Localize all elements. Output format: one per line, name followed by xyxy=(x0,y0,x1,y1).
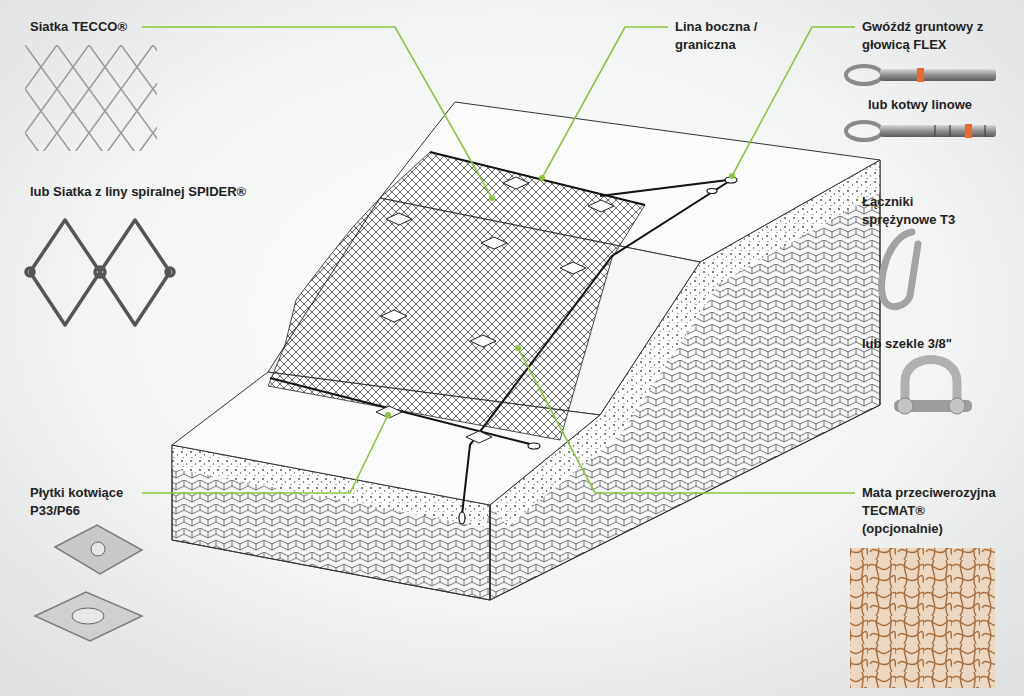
callout-label: Siatka TECCO® xyxy=(30,18,230,36)
tecco-mesh-icon xyxy=(25,45,157,151)
leader-dot xyxy=(385,412,391,418)
callout-label: Lina boczna / graniczna xyxy=(675,18,775,54)
mesh-net xyxy=(268,152,645,440)
boundary-rope xyxy=(430,152,645,205)
rope-anchor-icon xyxy=(880,125,996,137)
callout-label: Mata przeciwerozyjna TECMAT® (opcjonalni… xyxy=(862,484,1004,538)
boundary-rope xyxy=(600,180,728,196)
label-anchor: Lina boczna / graniczna xyxy=(675,18,775,54)
label-anchor: Gwóźdź gruntowy z głowicą FLEX xyxy=(862,18,1002,54)
soil-nail-icon xyxy=(846,66,882,84)
leader-line xyxy=(142,27,855,493)
label-anchor: Łączniki sprężynowe T3 xyxy=(862,193,972,229)
rope-anchor-icon xyxy=(935,125,985,137)
rope-anchor-icon xyxy=(846,122,882,140)
rope-anchor-icon xyxy=(846,122,996,140)
label-anchor: Siatka TECCO® xyxy=(30,18,230,36)
label-anchor: Mata przeciwerozyjna TECMAT® (opcjonalni… xyxy=(862,484,1004,538)
spider-knot xyxy=(95,267,105,277)
anchor-plate xyxy=(376,177,614,443)
label-anchor: lub szekle 3/8" xyxy=(862,335,992,353)
callout-label: Łączniki sprężynowe T3 xyxy=(862,193,972,229)
anchor-plate xyxy=(381,310,407,322)
callout-label: lub kotwy linowe xyxy=(868,96,1018,114)
anchor-plate xyxy=(503,177,529,189)
leader-line xyxy=(732,27,855,176)
callout-label: Płytki kotwiące P33/P66 xyxy=(30,484,148,520)
anchor-plate xyxy=(376,406,402,418)
leader-dot xyxy=(385,173,735,418)
callout-label: Gwóźdź gruntowy z głowicą FLEX xyxy=(862,18,1002,54)
leader-dot xyxy=(729,173,735,179)
rope-anchor xyxy=(528,443,540,449)
shackle-icon xyxy=(905,360,957,403)
erosion-mat-icon xyxy=(850,548,995,688)
label-anchor: Płytki kotwiące P33/P66 xyxy=(30,484,148,520)
plate-icon xyxy=(72,608,104,624)
leader-dot xyxy=(539,175,545,181)
label-anchor: lub kotwy linowe xyxy=(868,96,1018,114)
plate-icon xyxy=(91,542,105,556)
anchor-plate xyxy=(470,335,496,347)
callout-label: lub Siatka z liny spiralnej SPIDER® xyxy=(30,183,300,201)
ground-block xyxy=(172,102,880,600)
spider-knot xyxy=(26,268,34,276)
plate-icon xyxy=(35,525,142,641)
shackle-pin xyxy=(949,398,965,414)
shackle-icon xyxy=(894,360,972,415)
spider-mesh-icon xyxy=(30,220,100,325)
label-anchor: lub Siatka z liny spiralnej SPIDER® xyxy=(30,183,300,201)
anchor-plate xyxy=(386,213,412,225)
leader-dot xyxy=(515,345,521,351)
rope-anchor-band xyxy=(965,124,972,138)
anchor-plate xyxy=(560,262,586,274)
shackle-pin xyxy=(897,398,913,414)
callout-label: lub szekle 3/8" xyxy=(862,335,992,353)
rope xyxy=(270,152,728,515)
soil-nail-icon xyxy=(880,69,996,81)
spider-knot xyxy=(166,268,174,276)
leader-line xyxy=(142,27,492,198)
leader-line xyxy=(142,415,388,493)
plate-icon xyxy=(55,525,142,574)
anchor-plate xyxy=(466,431,492,443)
spider-mesh-icon xyxy=(26,220,174,325)
rope-anchor xyxy=(459,177,737,524)
rope-anchor xyxy=(707,189,717,194)
leader-line xyxy=(518,348,855,493)
boundary-rope xyxy=(270,378,530,444)
spring-connector-icon xyxy=(882,232,918,307)
anchor-plate xyxy=(481,237,507,249)
plate-icon xyxy=(35,592,142,641)
rope-anchor xyxy=(459,512,465,524)
boundary-rope xyxy=(462,182,728,515)
anchor-plate xyxy=(588,200,614,212)
spider-mesh-icon xyxy=(100,220,170,325)
soil-nail-icon xyxy=(846,66,996,84)
soil-nail-band xyxy=(917,68,924,82)
leader-dot xyxy=(489,195,495,201)
leader-line xyxy=(542,27,668,178)
